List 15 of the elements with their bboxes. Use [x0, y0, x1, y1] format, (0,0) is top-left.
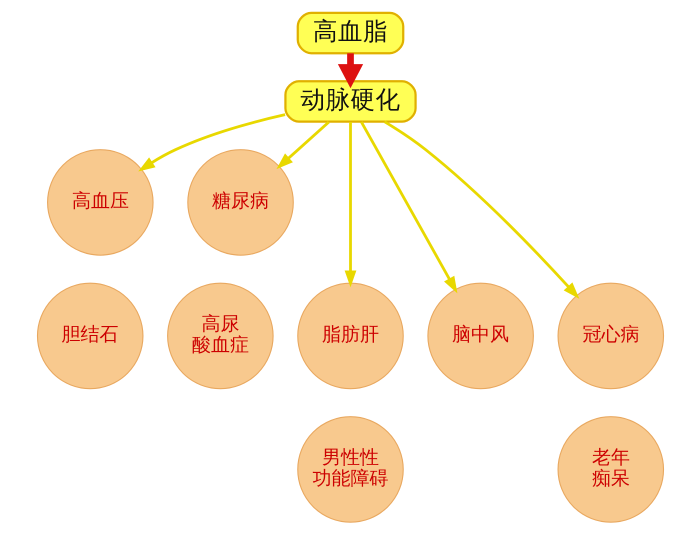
node-circle: 胆结石: [36, 282, 143, 390]
arrow: [337, 53, 363, 88]
node-box: 高血脂: [296, 12, 404, 54]
node-circle: 高尿酸血症: [166, 282, 274, 390]
arrow: [360, 121, 457, 294]
arrow: [344, 122, 356, 288]
arrow: [276, 121, 330, 170]
arrow: [138, 113, 285, 172]
node-circle: 老年痴呆: [557, 416, 664, 523]
arrow: [383, 120, 579, 299]
node-box: 动脉硬化: [284, 80, 416, 123]
node-circle: 男性性功能障碍: [296, 416, 404, 523]
node-circle: 脑中风: [426, 282, 534, 390]
node-circle: 脂肪肝: [296, 282, 404, 390]
node-circle: 高血压: [46, 149, 154, 256]
